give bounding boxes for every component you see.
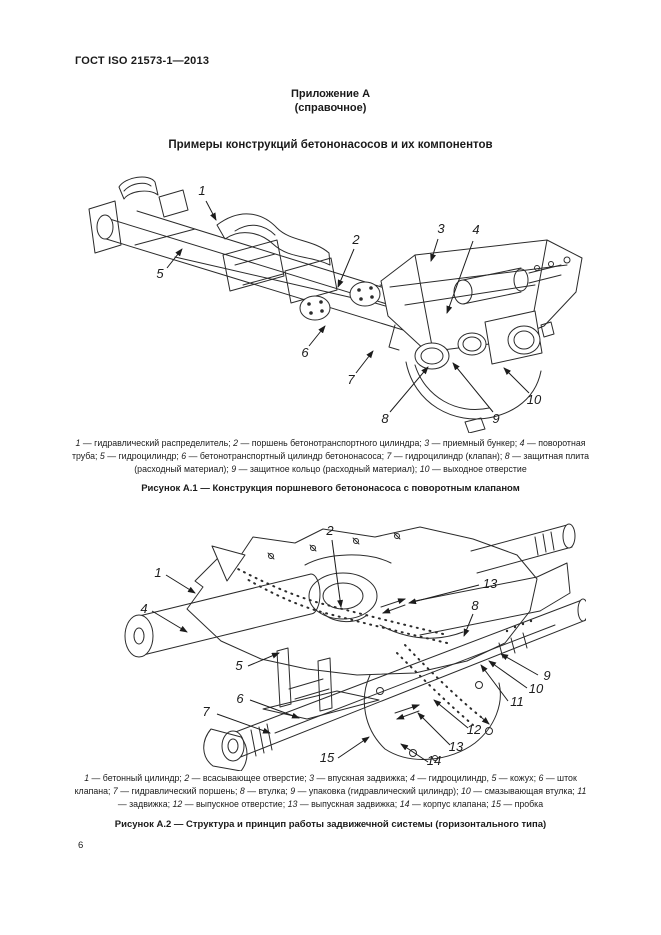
section-title: Примеры конструкций бетононасосов и их к…	[168, 139, 493, 151]
figure-a1-callout-2: 2	[351, 232, 360, 247]
figure-a2-callout-1: 1	[154, 565, 161, 580]
figure-a2-callout-13b: 13	[449, 739, 464, 754]
figure-a1-callout-9: 9	[492, 411, 499, 426]
appendix-label: Приложение А	[290, 88, 371, 100]
standard-designation: ГОСТ ISO 21573-1—2013	[75, 55, 210, 67]
figure-a1-callout-1: 1	[198, 183, 205, 198]
figure-a2-callout-5: 5	[235, 658, 243, 673]
figure-a1-callout-3: 3	[437, 221, 445, 236]
figure-a1-callout-7: 7	[347, 372, 355, 387]
page-number: 6	[78, 840, 84, 851]
figure-a2-callout-15: 15	[320, 750, 335, 765]
figure-a2-callout-8: 8	[471, 598, 479, 613]
figure-a1-callout-8: 8	[381, 411, 389, 426]
figure-a2-callout-12: 12	[467, 722, 482, 737]
figure-a2-caption: Рисунок А.2 — Структура и принцип работы…	[114, 819, 547, 830]
figure-a2-legend: 1 — бетонный цилиндр; 2 — всасывающее от…	[74, 773, 587, 809]
figure-a2-callout-13a: 13	[483, 576, 498, 591]
figure-a2-callout-9: 9	[543, 668, 550, 683]
figure-a2-callout-7: 7	[202, 704, 210, 719]
figure-a1-callout-6: 6	[301, 345, 309, 360]
figure-a1-callout-leaders	[166, 200, 530, 413]
figure-a2-callout-11: 11	[510, 694, 524, 709]
figure-a2-callout-6: 6	[236, 691, 244, 706]
figure-a2-callout-2: 2	[325, 523, 334, 538]
figure-a2-drawing: 2 1 4 13 8 5 9 10 11 6 7 12 13 15 14	[124, 523, 586, 771]
figure-a1-caption: Рисунок А.1 — Конструкция поршневого бет…	[141, 483, 520, 494]
appendix-type: (справочное)	[294, 102, 367, 114]
figure-a1-callout-10: 10	[527, 392, 542, 407]
figure-a1-callout-5: 5	[156, 266, 164, 281]
figure-a1-legend: 1 — гидравлический распределитель; 2 — п…	[71, 438, 590, 474]
valve-system-art	[124, 523, 586, 771]
figure-a1-callout-4: 4	[472, 222, 479, 237]
figure-a1-drawing: 1 2 3 4 5 6 7 8 9 10	[88, 176, 583, 433]
figure-a2-callout-10: 10	[529, 681, 544, 696]
pump-assembly-art	[88, 176, 583, 433]
figure-a2-callout-leaders	[151, 539, 539, 763]
figure-a2-callout-4: 4	[140, 601, 147, 616]
figure-a2-callout-14: 14	[427, 753, 441, 768]
